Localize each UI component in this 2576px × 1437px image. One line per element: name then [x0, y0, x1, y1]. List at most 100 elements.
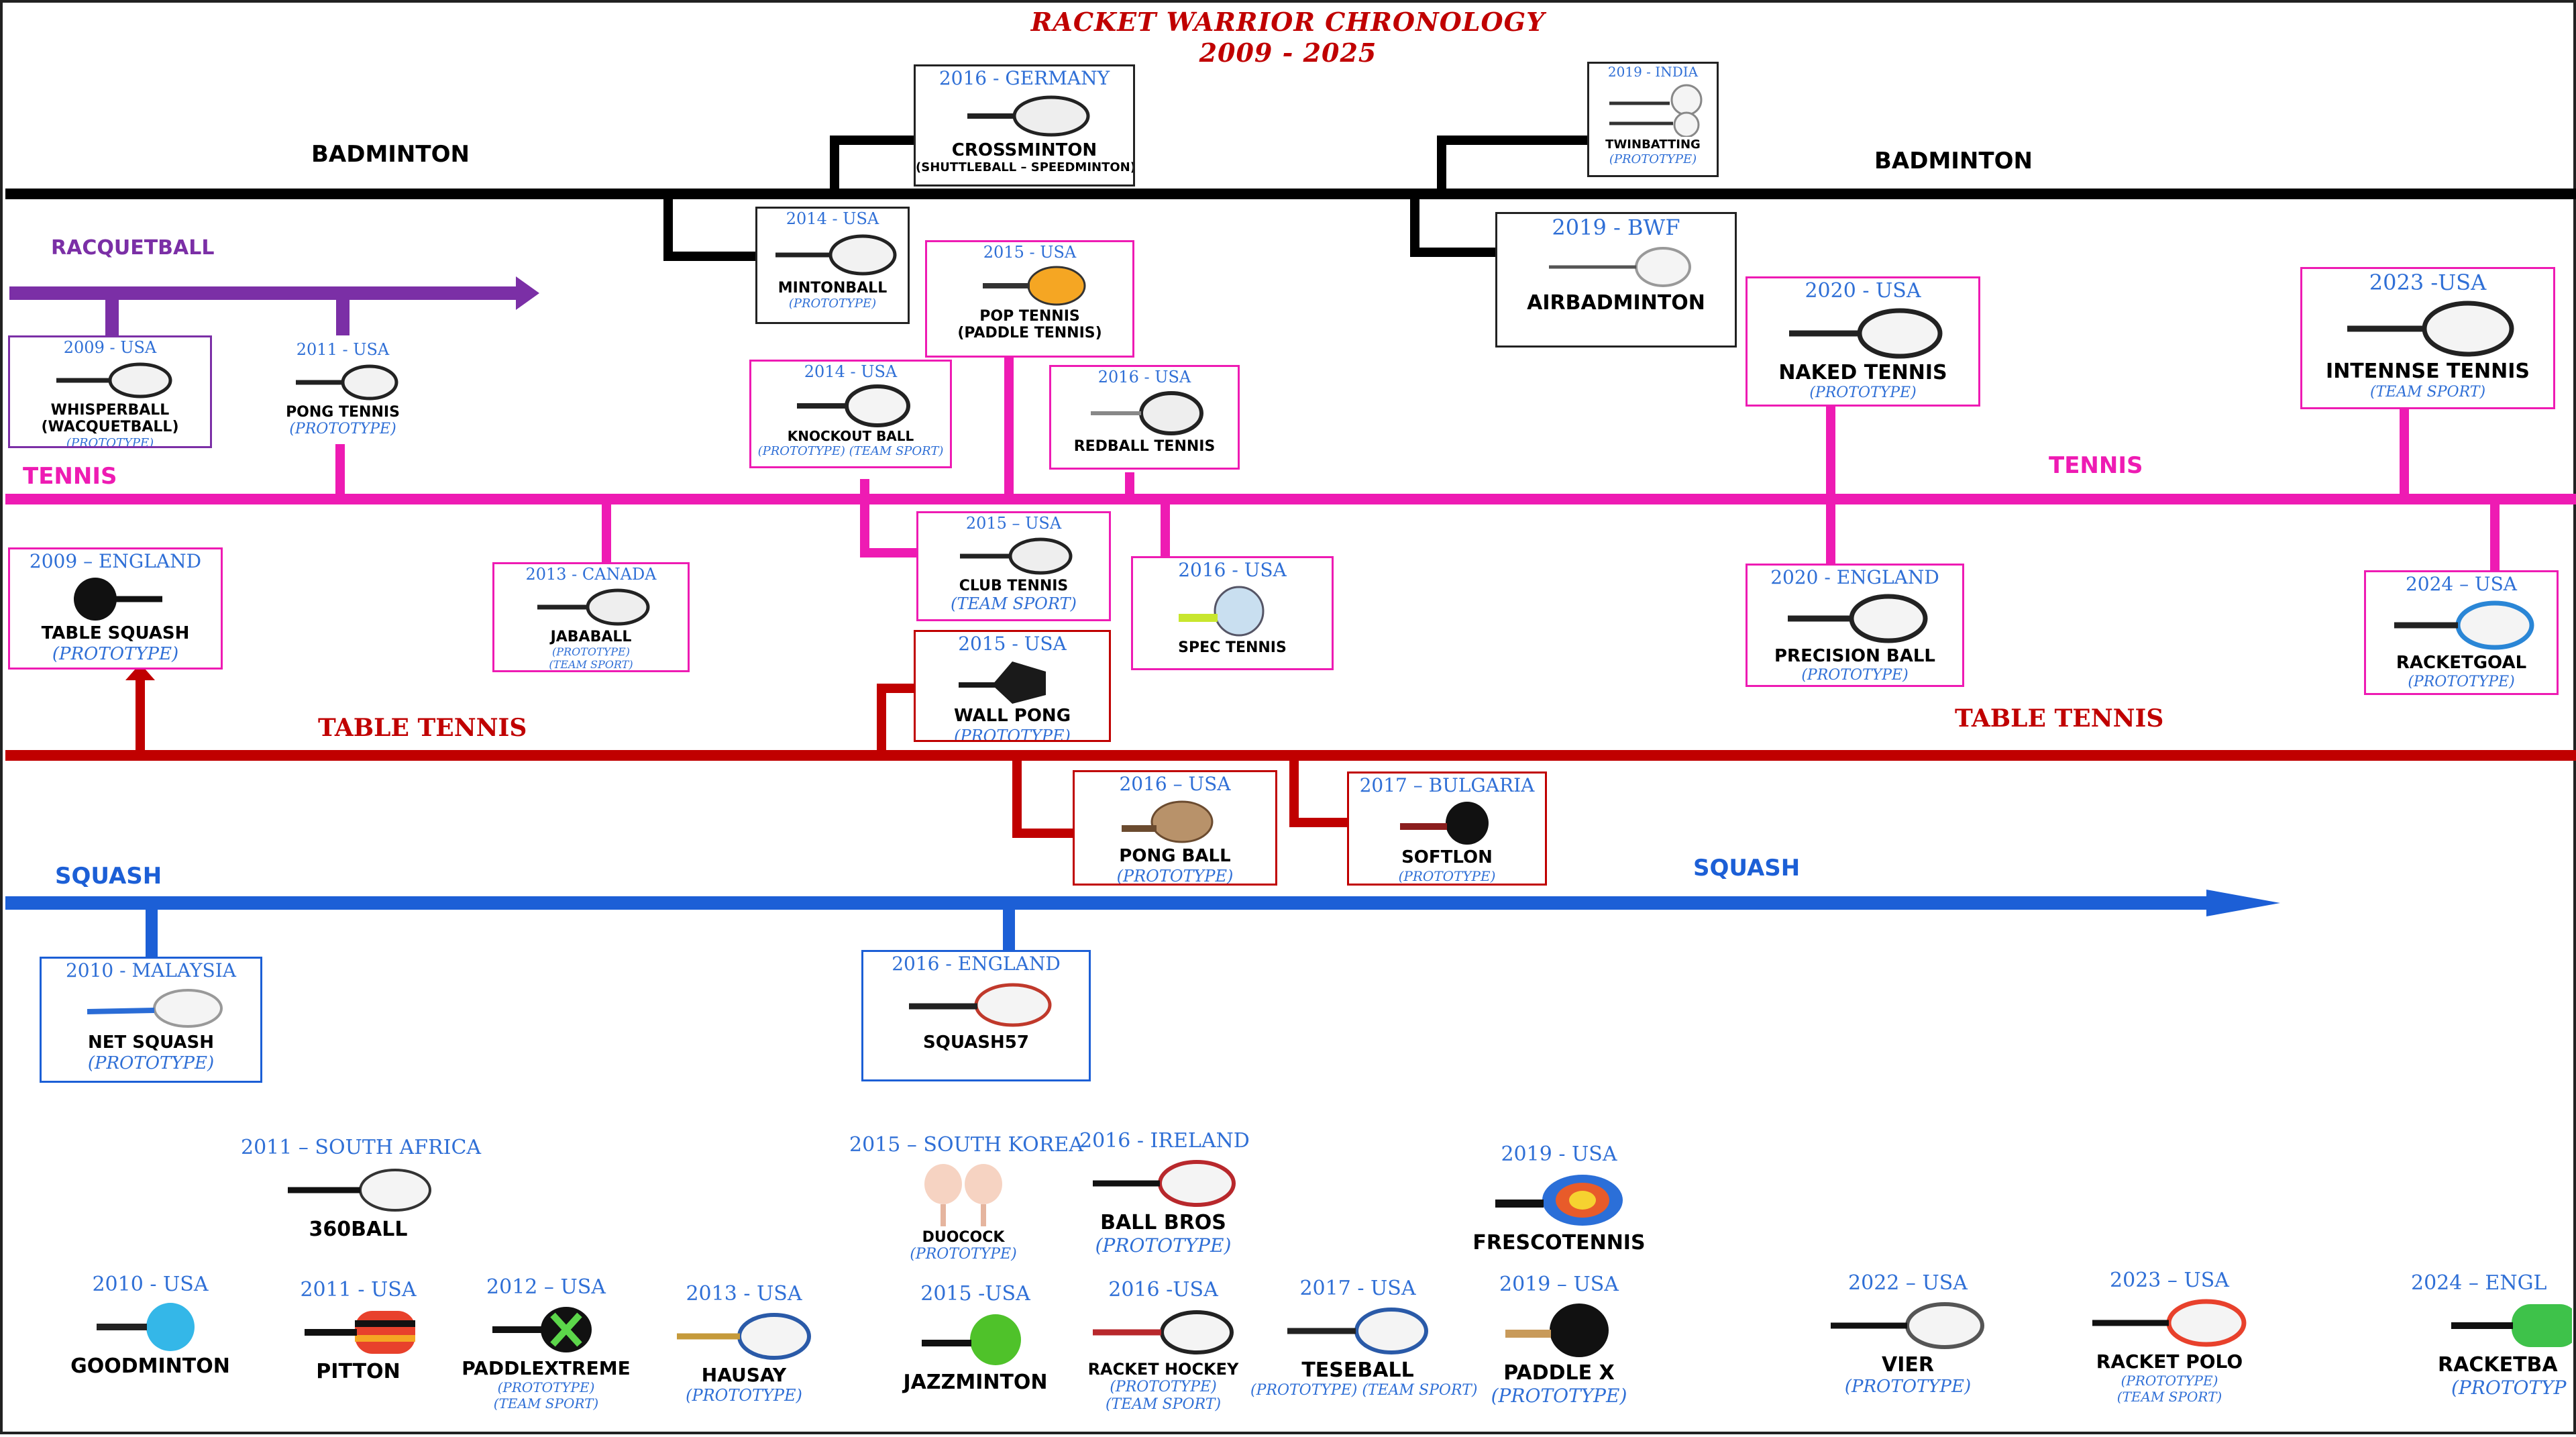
sport-card-nakedtennis: 2020 - USA NAKED TENNIS (PROTOTYPE) [1746, 276, 1980, 407]
sport-card-precisionball: 2020 - ENGLAND PRECISION BALL (PROTOTYPE… [1746, 564, 1964, 687]
sport-note: (PROTOTYPE) (TEAM SPORT) [757, 444, 944, 458]
sport-card-crossminton: 2016 - GERMANY CROSSMINTON (SHUTTLEBALL … [914, 64, 1135, 187]
tennis-racket-icon [2394, 600, 2534, 650]
tennis-racket-icon [1287, 1307, 1428, 1354]
sport-name: PADDLEXTREME [462, 1356, 631, 1379]
sport-card-racketgoal: 2024 – USA RACKETGOAL (PROTOTYPE) [2364, 570, 2559, 695]
sport-name: DUOCOCK [922, 1228, 1005, 1246]
connector-crossminton [830, 136, 916, 194]
sport-card-pongtennis: 2011 - USA PONG TENNIS (PROTOTYPE) [266, 339, 420, 447]
sport-name: RACKET POLO [2096, 1350, 2243, 1373]
sport-note-2: (TEAM SPORT) [1105, 1396, 1222, 1414]
sport-year: 2012 – USA [486, 1275, 606, 1299]
tennis-racket-icon [1831, 1301, 1984, 1349]
sport-note: (PROTOTYPE) [1801, 666, 1909, 684]
sport-name: POP TENNIS [979, 308, 1080, 325]
connector-softlon [1289, 755, 1348, 827]
squash-label-right: SQUASH [1693, 855, 1801, 882]
sport-year: 2024 – USA [2405, 573, 2518, 595]
twin-bat-icon [1609, 84, 1703, 137]
sport-year: 2016 - USA [1178, 559, 1287, 581]
sport-name: REDBALL TENNIS [1073, 438, 1216, 455]
sport-name: INTENNSE TENNIS [2326, 360, 2530, 383]
sport-name: CLUB TENNIS [959, 578, 1069, 594]
sport-name: 360BALL [309, 1217, 408, 1241]
sport-note: (PROTOTYPE) [1809, 384, 1917, 401]
sport-note: (TEAM SPORT) [2369, 383, 2486, 401]
goodminton-paddle-icon [97, 1302, 195, 1351]
sport-card-poptennis: 2015 - USA POP TENNIS (PADDLE TENNIS) [925, 240, 1134, 358]
sport-card-squash57: 2016 - ENGLAND SQUASH57 [861, 950, 1091, 1081]
sport-name: PADDLE X [1503, 1361, 1615, 1385]
sport-note: (PROTOTYPE) [686, 1385, 802, 1405]
sport-year: 2011 - USA [296, 340, 390, 359]
tennis-racket-icon [1091, 391, 1203, 435]
table-tennis-label-right: TABLE TENNIS [1955, 704, 2164, 733]
sport-year: 2015 - USA [983, 243, 1077, 262]
sport-name: GOODMINTON [70, 1354, 230, 1378]
sport-year: 2011 – SOUTH AFRICA [241, 1136, 482, 1159]
sport-name: PONG BALL [1119, 846, 1231, 866]
sport-year: 2019 – USA [1499, 1273, 1619, 1296]
sport-name: VIER [1882, 1352, 1934, 1377]
sport-note: (PROTOTYPE) [1609, 152, 1697, 166]
tennis-racket-icon [2347, 301, 2514, 357]
sport-name: BALL BROS [1100, 1210, 1226, 1234]
sport-note: (PROTOTYPE) [1491, 1385, 1627, 1407]
sport-year: 2015 -USA [920, 1282, 1030, 1306]
paddle-icon [983, 266, 1086, 306]
sport-name: RACKET HOCKEY [1087, 1359, 1239, 1379]
sport-year: 2023 -USA [2369, 270, 2487, 295]
squash-label-left: SQUASH [55, 863, 162, 890]
wall-pong-paddle-icon [959, 661, 1046, 704]
squash-racket-icon [775, 234, 897, 276]
sport-note: (PROTOTYPE) [2408, 673, 2515, 690]
sport-item-ballbros: 2016 - IRELAND BALL BROS (PROTOTYPE) [1079, 1128, 1250, 1257]
sport-year: 2016 – USA [1119, 773, 1231, 795]
sport-note: (PROTOTYPE) [497, 1379, 595, 1395]
sport-note-2: (TEAM SPORT) [2116, 1388, 2222, 1405]
paddle-x-icon [1505, 1303, 1609, 1357]
sport-name: TWINBATTING [1605, 138, 1701, 152]
sport-name: FRESCOTENNIS [1472, 1230, 1646, 1255]
paddlextreme-paddle-icon [492, 1306, 592, 1352]
sport-name: NET SQUASH [87, 1032, 215, 1053]
chart-subtitle: 2009 - 2025 [1199, 38, 1377, 68]
sport-name: WHISPERBALL [50, 402, 170, 419]
sport-card-tablesquash: 2009 – ENGLAND TABLE SQUASH (PROTOTYPE) [8, 547, 223, 670]
connector-mintonball [663, 194, 755, 261]
sport-year: 2015 – USA [965, 514, 1062, 533]
sport-note: (PROTOTYPE) [1398, 867, 1496, 884]
sport-item-360ball: 2011 – SOUTH AFRICA 360BALL [241, 1135, 482, 1241]
sport-card-mintonball: 2014 - USA MINTONBALL (PROTOTYPE) [755, 207, 910, 324]
sport-item-goodminton: 2010 - USA GOODMINTON [70, 1272, 231, 1378]
badminton-racket-icon [1549, 247, 1691, 287]
sport-card-spectennis: 2016 - USA SPEC TENNIS [1131, 556, 1334, 670]
sport-year: 2013 - USA [686, 1282, 802, 1306]
sport-note: (TEAM SPORT) [951, 594, 1077, 614]
sport-name: WALL PONG [953, 706, 1071, 726]
sport-card-clubtennis: 2015 – USA CLUB TENNIS (TEAM SPORT) [916, 511, 1111, 621]
sport-item-teseball: 2017 - USA TESEBALL (PROTOTYPE) (TEAM SP… [1250, 1276, 1477, 1399]
sport-name-2: (PADDLE TENNIS) [957, 325, 1102, 342]
sport-note: (PROTOTYPE) [1116, 866, 1234, 886]
sport-year: 2016 - ENGLAND [892, 953, 1061, 975]
tennis-racket-icon [537, 588, 650, 626]
ping-pong-paddle-icon [74, 578, 162, 621]
sport-card-whisperball: 2009 - USA WHISPERBALL (WACQUETBALL) (PR… [8, 335, 212, 448]
sport-year: 2016 -USA [1108, 1278, 1218, 1301]
pong-paddle-icon [1121, 800, 1213, 843]
spec-paddle-icon [1179, 586, 1265, 637]
sport-card-netsquash: 2010 - MALAYSIA NET SQUASH (PROTOTYPE) [40, 957, 262, 1083]
sport-year: 2017 – BULGARIA [1359, 774, 1535, 796]
sport-year: 2016 - USA [1097, 368, 1191, 386]
connector-knockout [860, 479, 916, 557]
sport-year: 2009 – ENGLAND [29, 550, 202, 572]
badminton-label-right: BADMINTON [1874, 148, 2033, 174]
sport-name: NAKED TENNIS [1778, 360, 1947, 384]
sport-note: (PROTOTYPE) [910, 1245, 1017, 1263]
sport-note-2: (TEAM SPORT) [549, 658, 633, 672]
sport-note: (PROTOTYPE) [1095, 1234, 1232, 1257]
sport-year: 2024 – ENGL [2411, 1271, 2547, 1295]
